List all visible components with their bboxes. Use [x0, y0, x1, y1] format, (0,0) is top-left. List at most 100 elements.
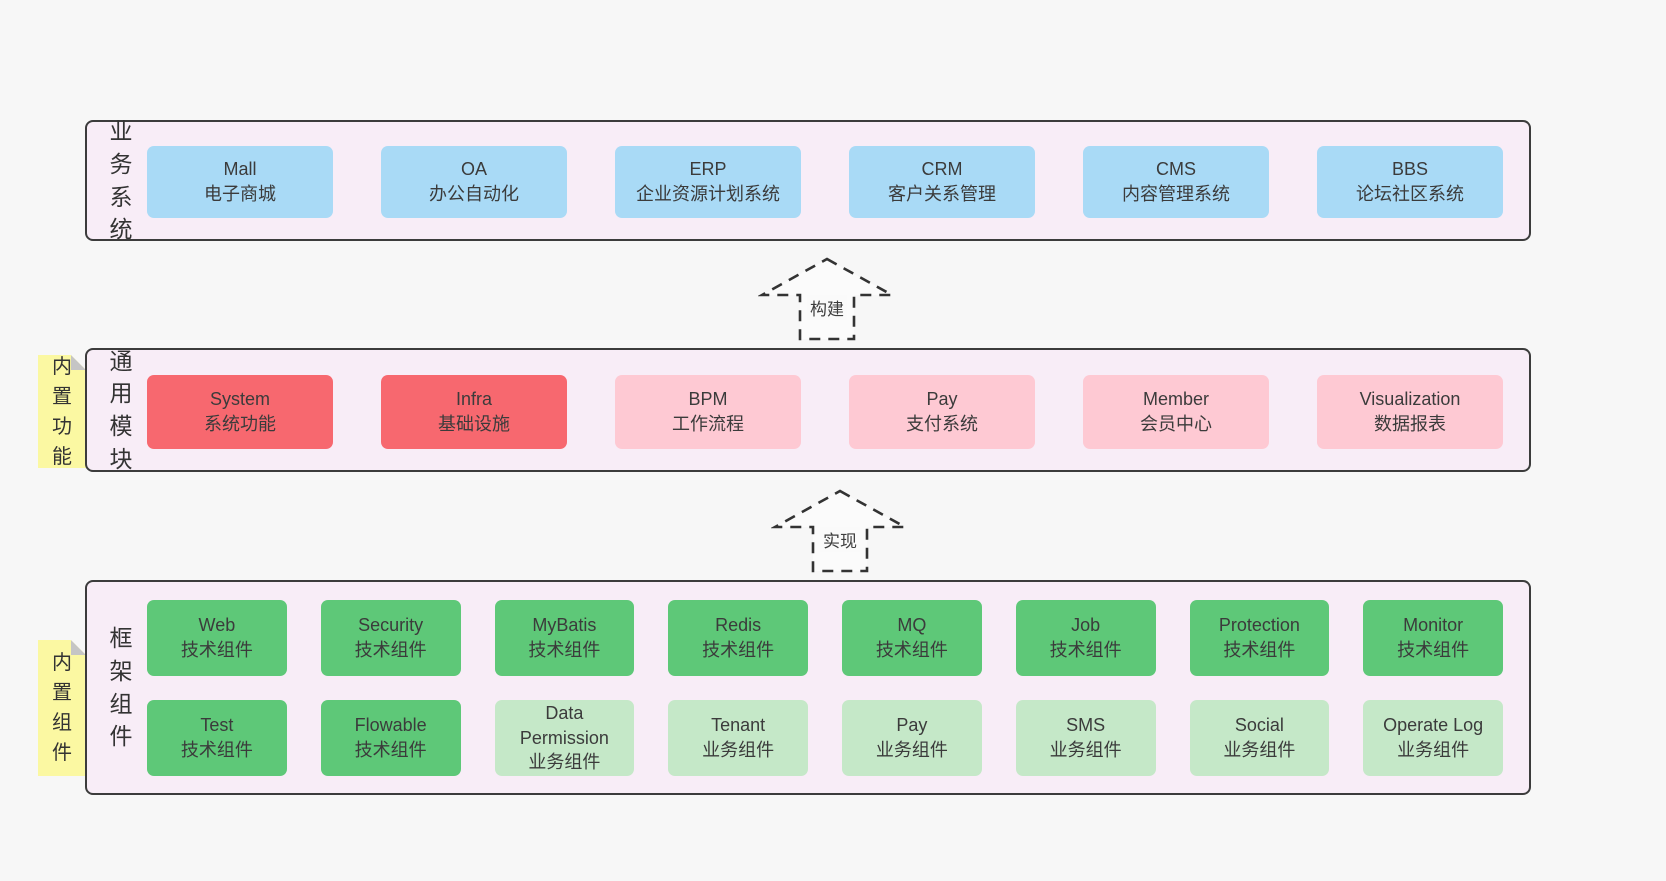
box-pay-module-title: Pay — [926, 389, 958, 410]
box-social-subtitle: 业务组件 — [1223, 740, 1296, 760]
box-operate-log: Operate Log 业务组件 — [1363, 700, 1503, 776]
box-flowable-subtitle: 技术组件 — [354, 740, 427, 760]
box-pay-component: Pay 业务组件 — [842, 700, 982, 776]
box-mybatis-title: MyBatis — [532, 615, 597, 636]
box-monitor: Monitor 技术组件 — [1363, 600, 1503, 676]
box-operate-log-title: Operate Log — [1383, 715, 1484, 736]
box-web: Web 技术组件 — [147, 600, 287, 676]
box-pay-module-subtitle: 支付系统 — [906, 414, 978, 434]
box-member-title: Member — [1142, 389, 1209, 410]
implement-arrow-label: 实现 — [820, 527, 860, 552]
box-visualization-subtitle: 数据报表 — [1374, 414, 1446, 434]
box-test: Test 技术组件 — [147, 700, 287, 776]
box-cms: CMS 内容管理系统 — [1083, 146, 1269, 218]
box-sms-subtitle: 业务组件 — [1049, 740, 1122, 760]
box-mall: Mall 电子商城 — [147, 146, 333, 218]
box-test-title: Test — [200, 715, 234, 736]
box-crm-title: CRM — [921, 159, 963, 180]
box-pay-module: Pay 支付系统 — [849, 375, 1035, 449]
sticky-note-text: 内置功能 — [52, 355, 72, 468]
sticky-fold-corner — [71, 640, 86, 655]
box-visualization: Visualization 数据报表 — [1317, 375, 1503, 449]
sticky-note-built-in-components: 内置组件 — [38, 640, 86, 776]
box-tenant-title: Tenant — [711, 715, 766, 736]
box-protection: Protection 技术组件 — [1189, 600, 1330, 676]
box-mq-title: MQ — [897, 615, 927, 636]
box-web-subtitle: 技术组件 — [180, 640, 253, 660]
box-security-subtitle: 技术组件 — [354, 640, 427, 660]
box-data-permission-title: Data Permission — [519, 702, 609, 748]
box-job: Job 技术组件 — [1015, 600, 1156, 676]
box-mall-subtitle: 电子商城 — [204, 184, 276, 204]
box-bbs-subtitle: 论坛社区系统 — [1356, 184, 1464, 204]
box-erp-title: ERP — [689, 159, 727, 180]
box-operate-log-subtitle: 业务组件 — [1397, 740, 1470, 760]
box-system: System 系统功能 — [147, 375, 333, 449]
common-modules-row: System 系统功能 Infra 基础设施 BPM 工作流程 Pay 支付系统… — [147, 375, 1503, 449]
box-monitor-subtitle: 技术组件 — [1397, 640, 1470, 660]
panel-business-systems: 业务系统 Mall 电子商城 OA 办公自动化 ERP 企业资源计划系统 CRM… — [85, 118, 1531, 242]
box-erp-subtitle: 企业资源计划系统 — [636, 184, 780, 204]
box-security-title: Security — [358, 615, 424, 636]
box-data-permission-subtitle: 业务组件 — [528, 752, 601, 773]
box-mybatis: MyBatis 技术组件 — [494, 600, 635, 676]
box-erp: ERP 企业资源计划系统 — [615, 146, 801, 218]
box-test-subtitle: 技术组件 — [180, 740, 253, 760]
box-crm-subtitle: 客户关系管理 — [888, 184, 996, 204]
box-member: Member 会员中心 — [1083, 375, 1269, 449]
box-member-subtitle: 会员中心 — [1140, 414, 1212, 434]
box-oa-subtitle: 办公自动化 — [429, 184, 519, 204]
panel-business-systems-label: 业务系统 — [100, 118, 142, 242]
box-pay-component-title: Pay — [896, 715, 928, 736]
box-infra: Infra 基础设施 — [381, 375, 567, 449]
box-bbs-title: BBS — [1391, 159, 1429, 180]
box-flowable: Flowable 技术组件 — [320, 700, 461, 776]
box-infra-subtitle: 基础设施 — [438, 414, 510, 434]
box-oa: OA 办公自动化 — [381, 146, 567, 218]
box-security: Security 技术组件 — [320, 600, 461, 676]
box-protection-title: Protection — [1218, 615, 1300, 636]
box-bbs: BBS 论坛社区系统 — [1317, 146, 1503, 218]
sticky-note-built-in-features: 内置功能 — [38, 355, 86, 468]
implement-arrow: 实现 — [771, 487, 909, 575]
panel-common-modules-label: 通用模块 — [100, 348, 142, 472]
box-bpm-subtitle: 工作流程 — [672, 414, 744, 434]
box-redis-title: Redis — [715, 615, 762, 636]
box-mq: MQ 技术组件 — [842, 600, 982, 676]
box-tenant: Tenant 业务组件 — [668, 700, 808, 776]
panel-label-text: 通用模块 — [109, 347, 133, 472]
box-protection-subtitle: 技术组件 — [1223, 640, 1296, 660]
box-job-title: Job — [1071, 615, 1101, 636]
panel-label-text: 业务系统 — [109, 118, 133, 243]
box-crm: CRM 客户关系管理 — [849, 146, 1035, 218]
box-flowable-title: Flowable — [354, 715, 427, 736]
sticky-note-text: 内置组件 — [52, 652, 72, 764]
box-cms-title: CMS — [1156, 159, 1196, 180]
box-infra-title: Infra — [455, 389, 493, 410]
box-redis: Redis 技术组件 — [668, 600, 808, 676]
box-cms-subtitle: 内容管理系统 — [1122, 184, 1230, 204]
box-visualization-title: Visualization — [1359, 389, 1461, 410]
box-mq-subtitle: 技术组件 — [875, 640, 948, 660]
box-redis-subtitle: 技术组件 — [702, 640, 775, 660]
box-social: Social 业务组件 — [1189, 700, 1330, 776]
panel-common-modules: 通用模块 System 系统功能 Infra 基础设施 BPM 工作流程 Pay… — [85, 348, 1531, 472]
box-monitor-title: Monitor — [1403, 615, 1464, 636]
box-system-subtitle: 系统功能 — [204, 414, 276, 434]
box-tenant-subtitle: 业务组件 — [702, 740, 775, 760]
box-web-title: Web — [198, 615, 236, 636]
box-data-permission: Data Permission 业务组件 — [494, 700, 635, 776]
box-system-title: System — [209, 389, 270, 410]
box-pay-component-subtitle: 业务组件 — [875, 740, 948, 760]
panel-framework-components: 框架组件 Web 技术组件 Security 技术组件 MyBatis 技术组件… — [85, 580, 1531, 795]
box-sms: SMS 业务组件 — [1015, 700, 1156, 776]
box-mybatis-subtitle: 技术组件 — [528, 640, 601, 660]
box-bpm-title: BPM — [688, 389, 728, 410]
build-arrow: 构建 — [758, 255, 896, 343]
build-arrow-label: 构建 — [807, 295, 847, 320]
sticky-fold-corner — [71, 355, 86, 370]
box-sms-title: SMS — [1066, 715, 1106, 736]
tech-components-row: Web 技术组件 Security 技术组件 MyBatis 技术组件 Redi… — [147, 600, 1503, 676]
box-oa-title: OA — [460, 159, 487, 180]
